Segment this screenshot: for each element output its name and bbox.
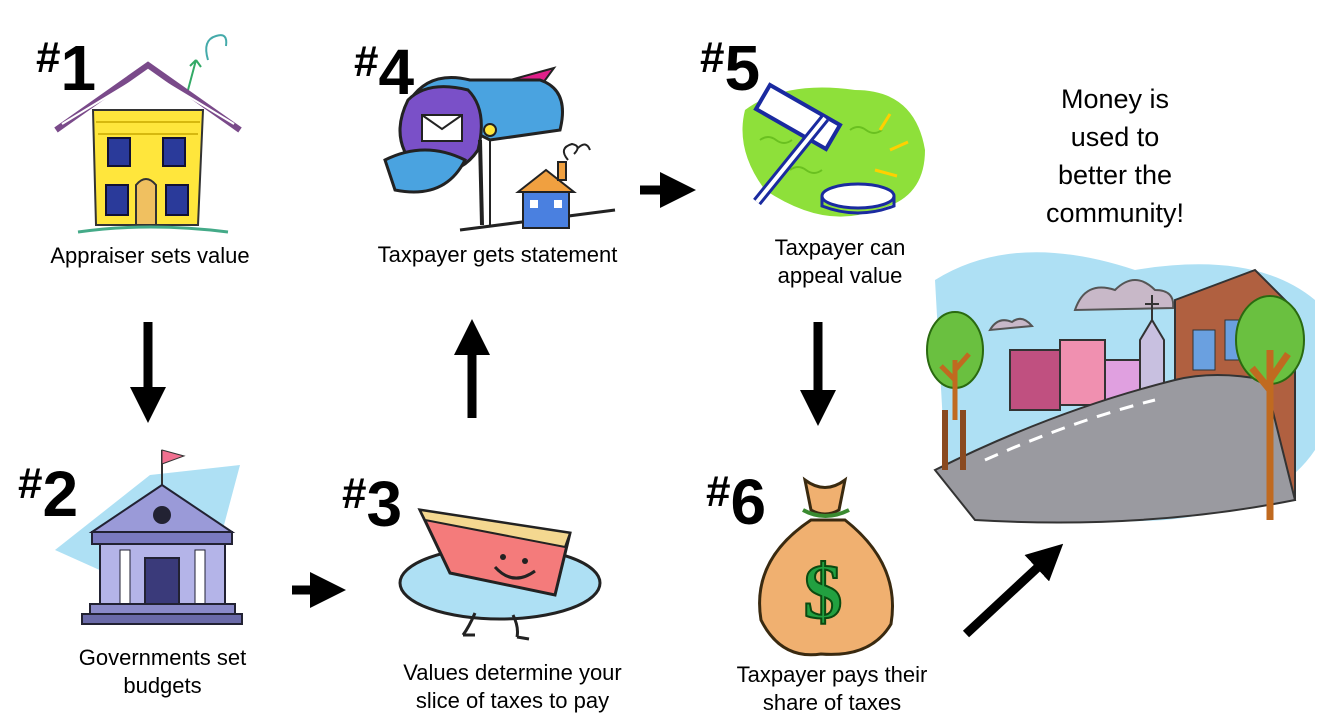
money-bag-icon: $ <box>758 476 894 657</box>
step-1-number: #1 <box>36 32 97 104</box>
gavel-icon <box>742 82 925 217</box>
step-2-number: #2 <box>18 458 79 530</box>
pie-slice-icon <box>398 508 602 641</box>
town-street-icon <box>926 252 1315 524</box>
step-3-number: #3 <box>342 468 403 540</box>
step-4-number: #4 <box>354 36 415 108</box>
mailbox-icon <box>383 66 616 232</box>
arrow-6-to-outcome <box>962 543 1064 638</box>
step-1-caption: Appraiser sets value <box>50 243 250 268</box>
svg-text:$: $ <box>804 548 843 635</box>
step-4-caption: Taxpayer gets statement <box>377 242 618 267</box>
step-6-number: #6 <box>706 466 767 538</box>
step-5-number: #5 <box>700 32 761 104</box>
house-icon <box>54 34 242 234</box>
government-building-icon <box>55 449 243 625</box>
